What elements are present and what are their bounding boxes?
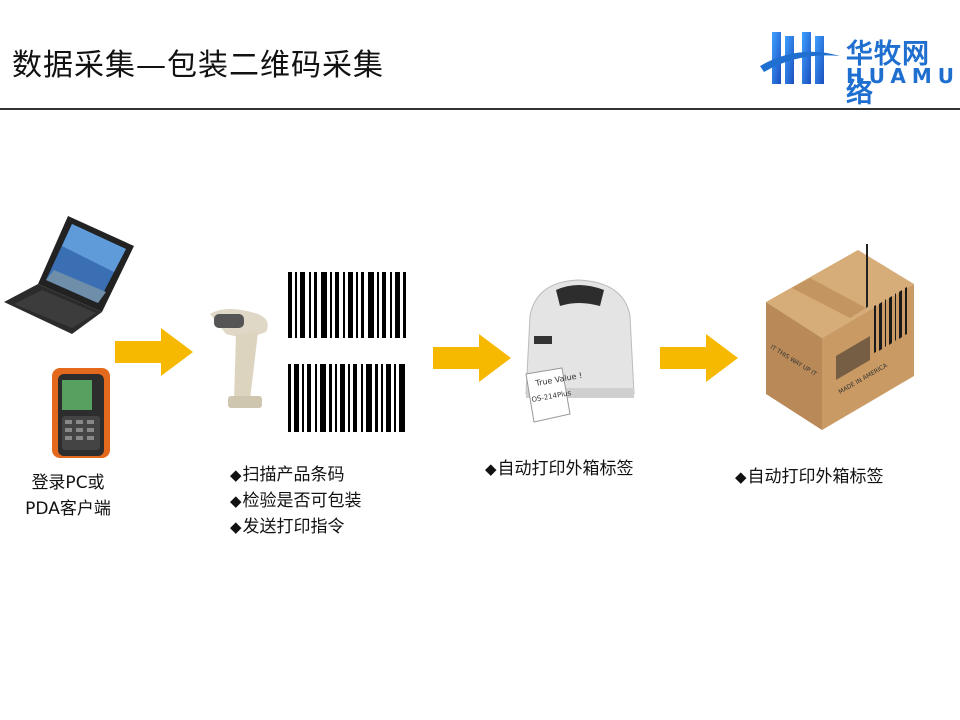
flow-arrow-1-icon bbox=[115, 328, 193, 376]
client-caption-line-1: 登录PC或 bbox=[31, 473, 105, 493]
scanner-steps: 扫描产品条码 检验是否可包装 发送打印指令 bbox=[230, 462, 362, 540]
laptop-image bbox=[4, 216, 134, 334]
huamu-logo: 华牧网络 HUAMU bbox=[758, 26, 954, 109]
logo-chinese-text: 华牧网络 bbox=[846, 39, 930, 109]
page-title: 数据采集—包装二维码采集 bbox=[12, 48, 384, 83]
barcode-bottom-image bbox=[288, 364, 405, 432]
scanner-step-1: 扫描产品条码 bbox=[230, 462, 362, 488]
printer-step-1: 自动打印外箱标签 bbox=[485, 456, 634, 482]
box-steps: 自动打印外箱标签 bbox=[735, 464, 884, 490]
header-divider bbox=[0, 108, 960, 110]
flow-arrow-3-icon bbox=[660, 334, 738, 382]
scanner-step-2: 检验是否可包装 bbox=[230, 488, 362, 514]
pda-device-image bbox=[52, 368, 110, 458]
flow-arrow-2-icon bbox=[433, 334, 511, 382]
logo-english-text: HUAMU bbox=[846, 64, 960, 88]
barcode-top-image bbox=[288, 272, 406, 338]
label-printer-image: True Value ! OS-214Plus bbox=[525, 279, 635, 423]
client-caption-line-2: PDA客户端 bbox=[25, 499, 111, 519]
printer-steps: 自动打印外箱标签 bbox=[485, 456, 634, 482]
scanner-step-3: 发送打印指令 bbox=[230, 514, 362, 540]
client-caption: 登录PC或 PDA客户端 bbox=[16, 470, 120, 522]
barcode-scanner-image bbox=[210, 309, 268, 408]
logo-mark-icon bbox=[760, 32, 840, 84]
box-step-1: 自动打印外箱标签 bbox=[735, 464, 884, 490]
shipping-box-image: IT THIS WAY UP IT MADE IN AMERICA bbox=[766, 244, 914, 430]
